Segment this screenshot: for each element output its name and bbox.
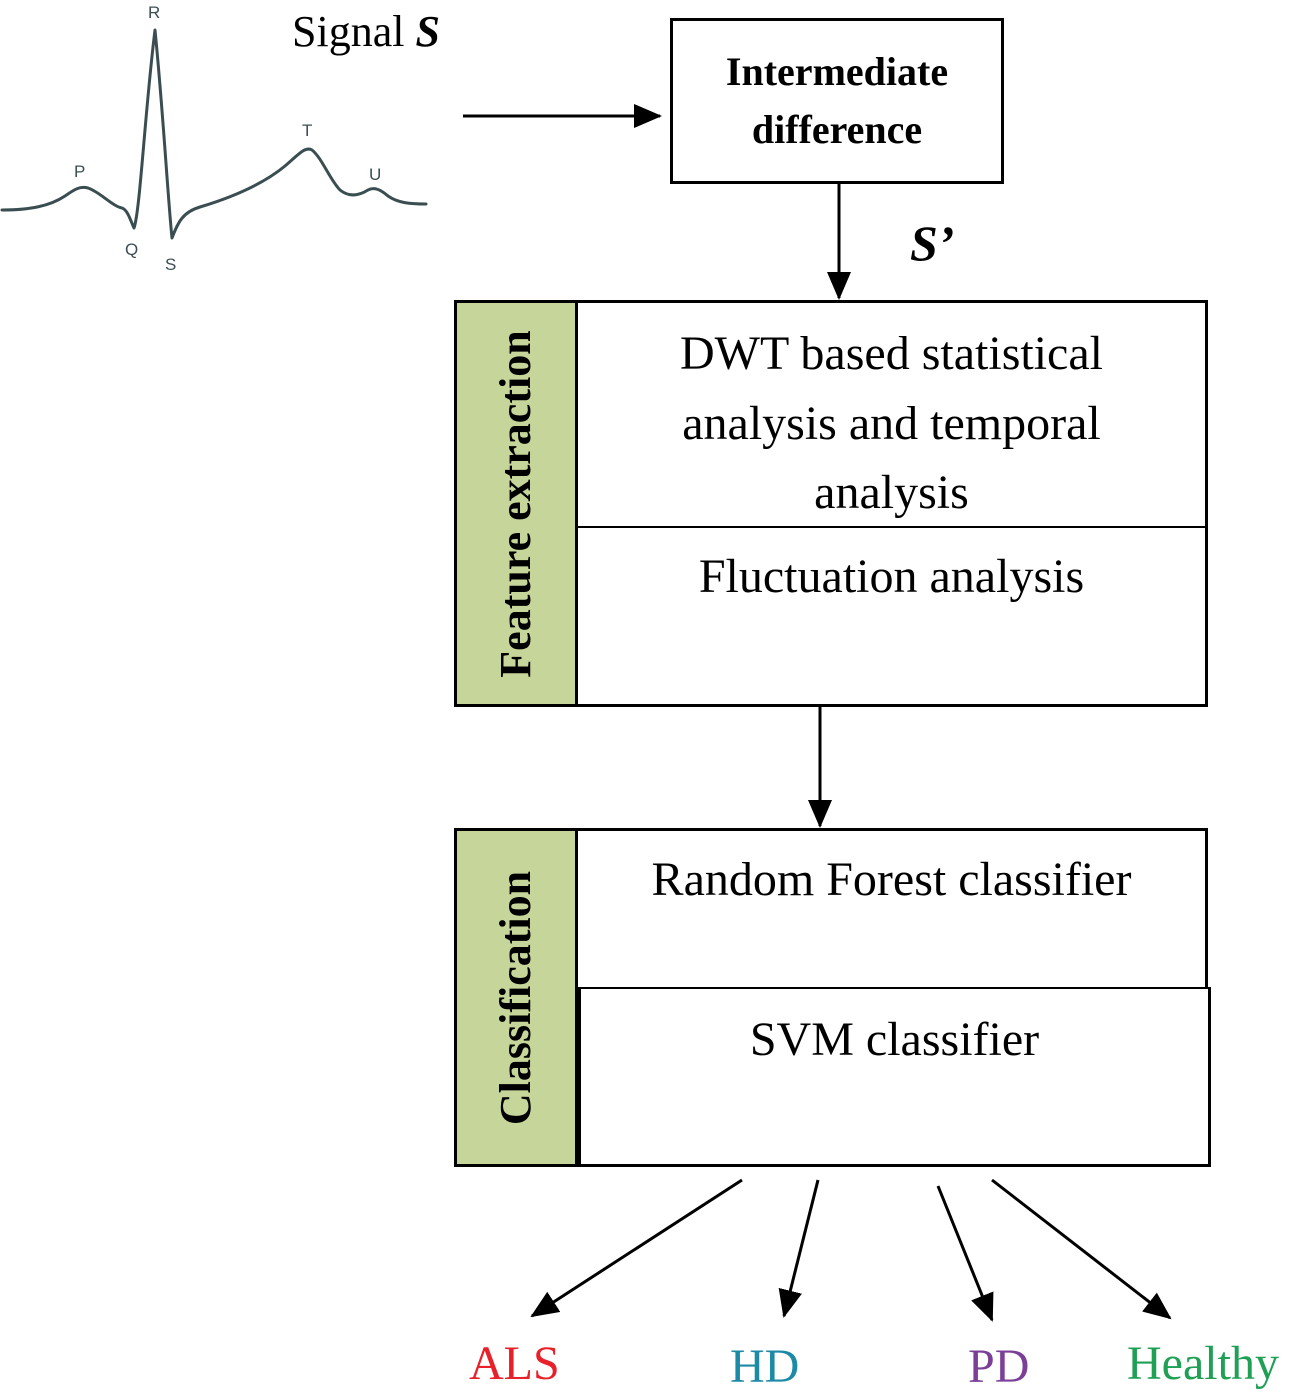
fluctuation-analysis-box: Fluctuation analysis [575, 526, 1208, 707]
ecg-waveform [0, 28, 428, 240]
ecg-label-r: R [148, 3, 161, 22]
classification-sidebar: Classification [454, 828, 578, 1167]
ecg-label-t: T [302, 121, 313, 140]
arrow-to-pd [936, 1185, 994, 1322]
signal-symbol: S [415, 7, 440, 56]
ecg-label-u: U [369, 165, 382, 184]
fluctuation-label: Fluctuation analysis [698, 550, 1085, 603]
random-forest-box: Random Forest classifier [575, 828, 1208, 991]
outcome-hd: HD [730, 1340, 800, 1393]
dwt-line-1: DWT based statistical [680, 327, 1103, 380]
feature-extraction-sidebar: Feature extraction [454, 300, 578, 707]
classification-label: Classification [491, 870, 540, 1125]
svm-box: SVM classifier [578, 987, 1211, 1167]
s-prime-label: S’ [910, 215, 955, 271]
ecg-label-q: Q [125, 240, 139, 259]
signal-prefix: Signal [292, 7, 405, 56]
outcome-pd: PD [968, 1340, 1030, 1393]
dwt-line-2: analysis and temporal [682, 396, 1101, 450]
intermediate-difference-box: Intermediate difference [670, 18, 1004, 184]
outcome-als: ALS [469, 1337, 560, 1390]
arrow-to-healthy [991, 1178, 1172, 1320]
ecg-label-s: S [165, 255, 177, 274]
outcome-healthy: Healthy [1127, 1337, 1279, 1390]
random-forest-label: Random Forest classifier [651, 853, 1132, 906]
intermediate-line-1: Intermediate [725, 49, 949, 94]
dwt-analysis-box: DWT based statistical analysis and tempo… [575, 300, 1208, 529]
svm-label: SVM classifier [749, 1013, 1040, 1066]
feature-extraction-label: Feature extraction [491, 329, 540, 678]
intermediate-line-2: difference [751, 107, 923, 152]
dwt-line-3: analysis [814, 466, 969, 520]
ecg-label-p: P [74, 162, 86, 181]
signal-label: Signal S [292, 7, 440, 56]
arrow-to-hd [778, 1179, 820, 1318]
arrow-to-als [530, 1178, 743, 1318]
